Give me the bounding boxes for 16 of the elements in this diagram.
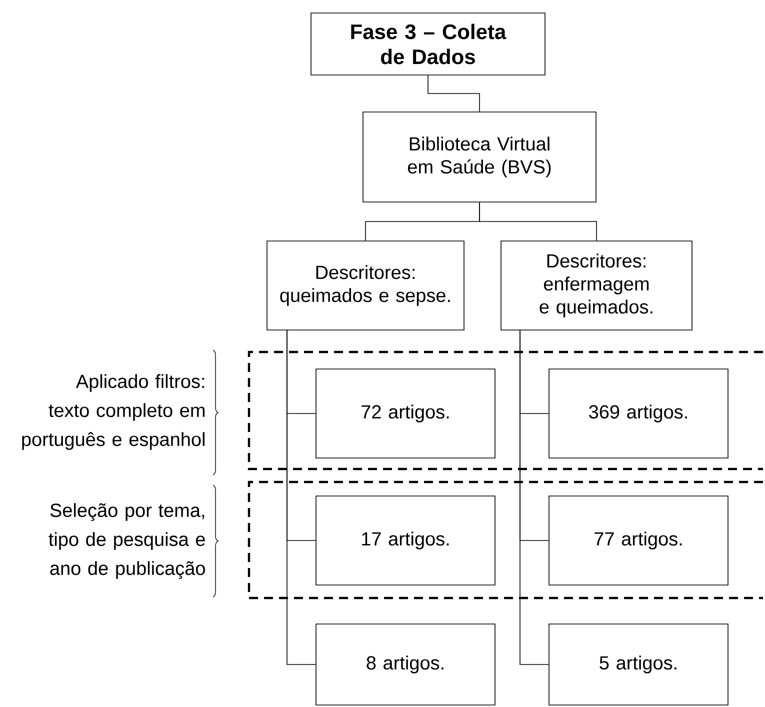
process-box: 72 artigos. [316, 368, 496, 458]
connector-line [520, 330, 549, 665]
process-box: Descritores: enfermagem e queimados. [500, 240, 692, 330]
process-box: Descritores: queimados e sepse. [266, 240, 464, 330]
process-box: 369 artigos. [548, 368, 728, 458]
connector-line [286, 330, 316, 665]
connector-line [428, 75, 480, 112]
process-box: 17 artigos. [316, 496, 496, 586]
process-box: 8 artigos. [316, 624, 496, 706]
connector-line [479, 202, 597, 241]
annotation-text: Seleção por tema, tipo de pesquisa e ano de publicação [48, 503, 205, 579]
annotation-text: Aplicado filtros: texto completo em português e espanhol [22, 374, 205, 450]
process-box: 77 artigos. [548, 496, 728, 586]
title-box: Fase 3 – Coleta de Dados [310, 12, 546, 76]
process-box: Biblioteca Virtual em Saúde (BVS) [362, 112, 596, 202]
process-box: 5 artigos. [548, 624, 728, 706]
